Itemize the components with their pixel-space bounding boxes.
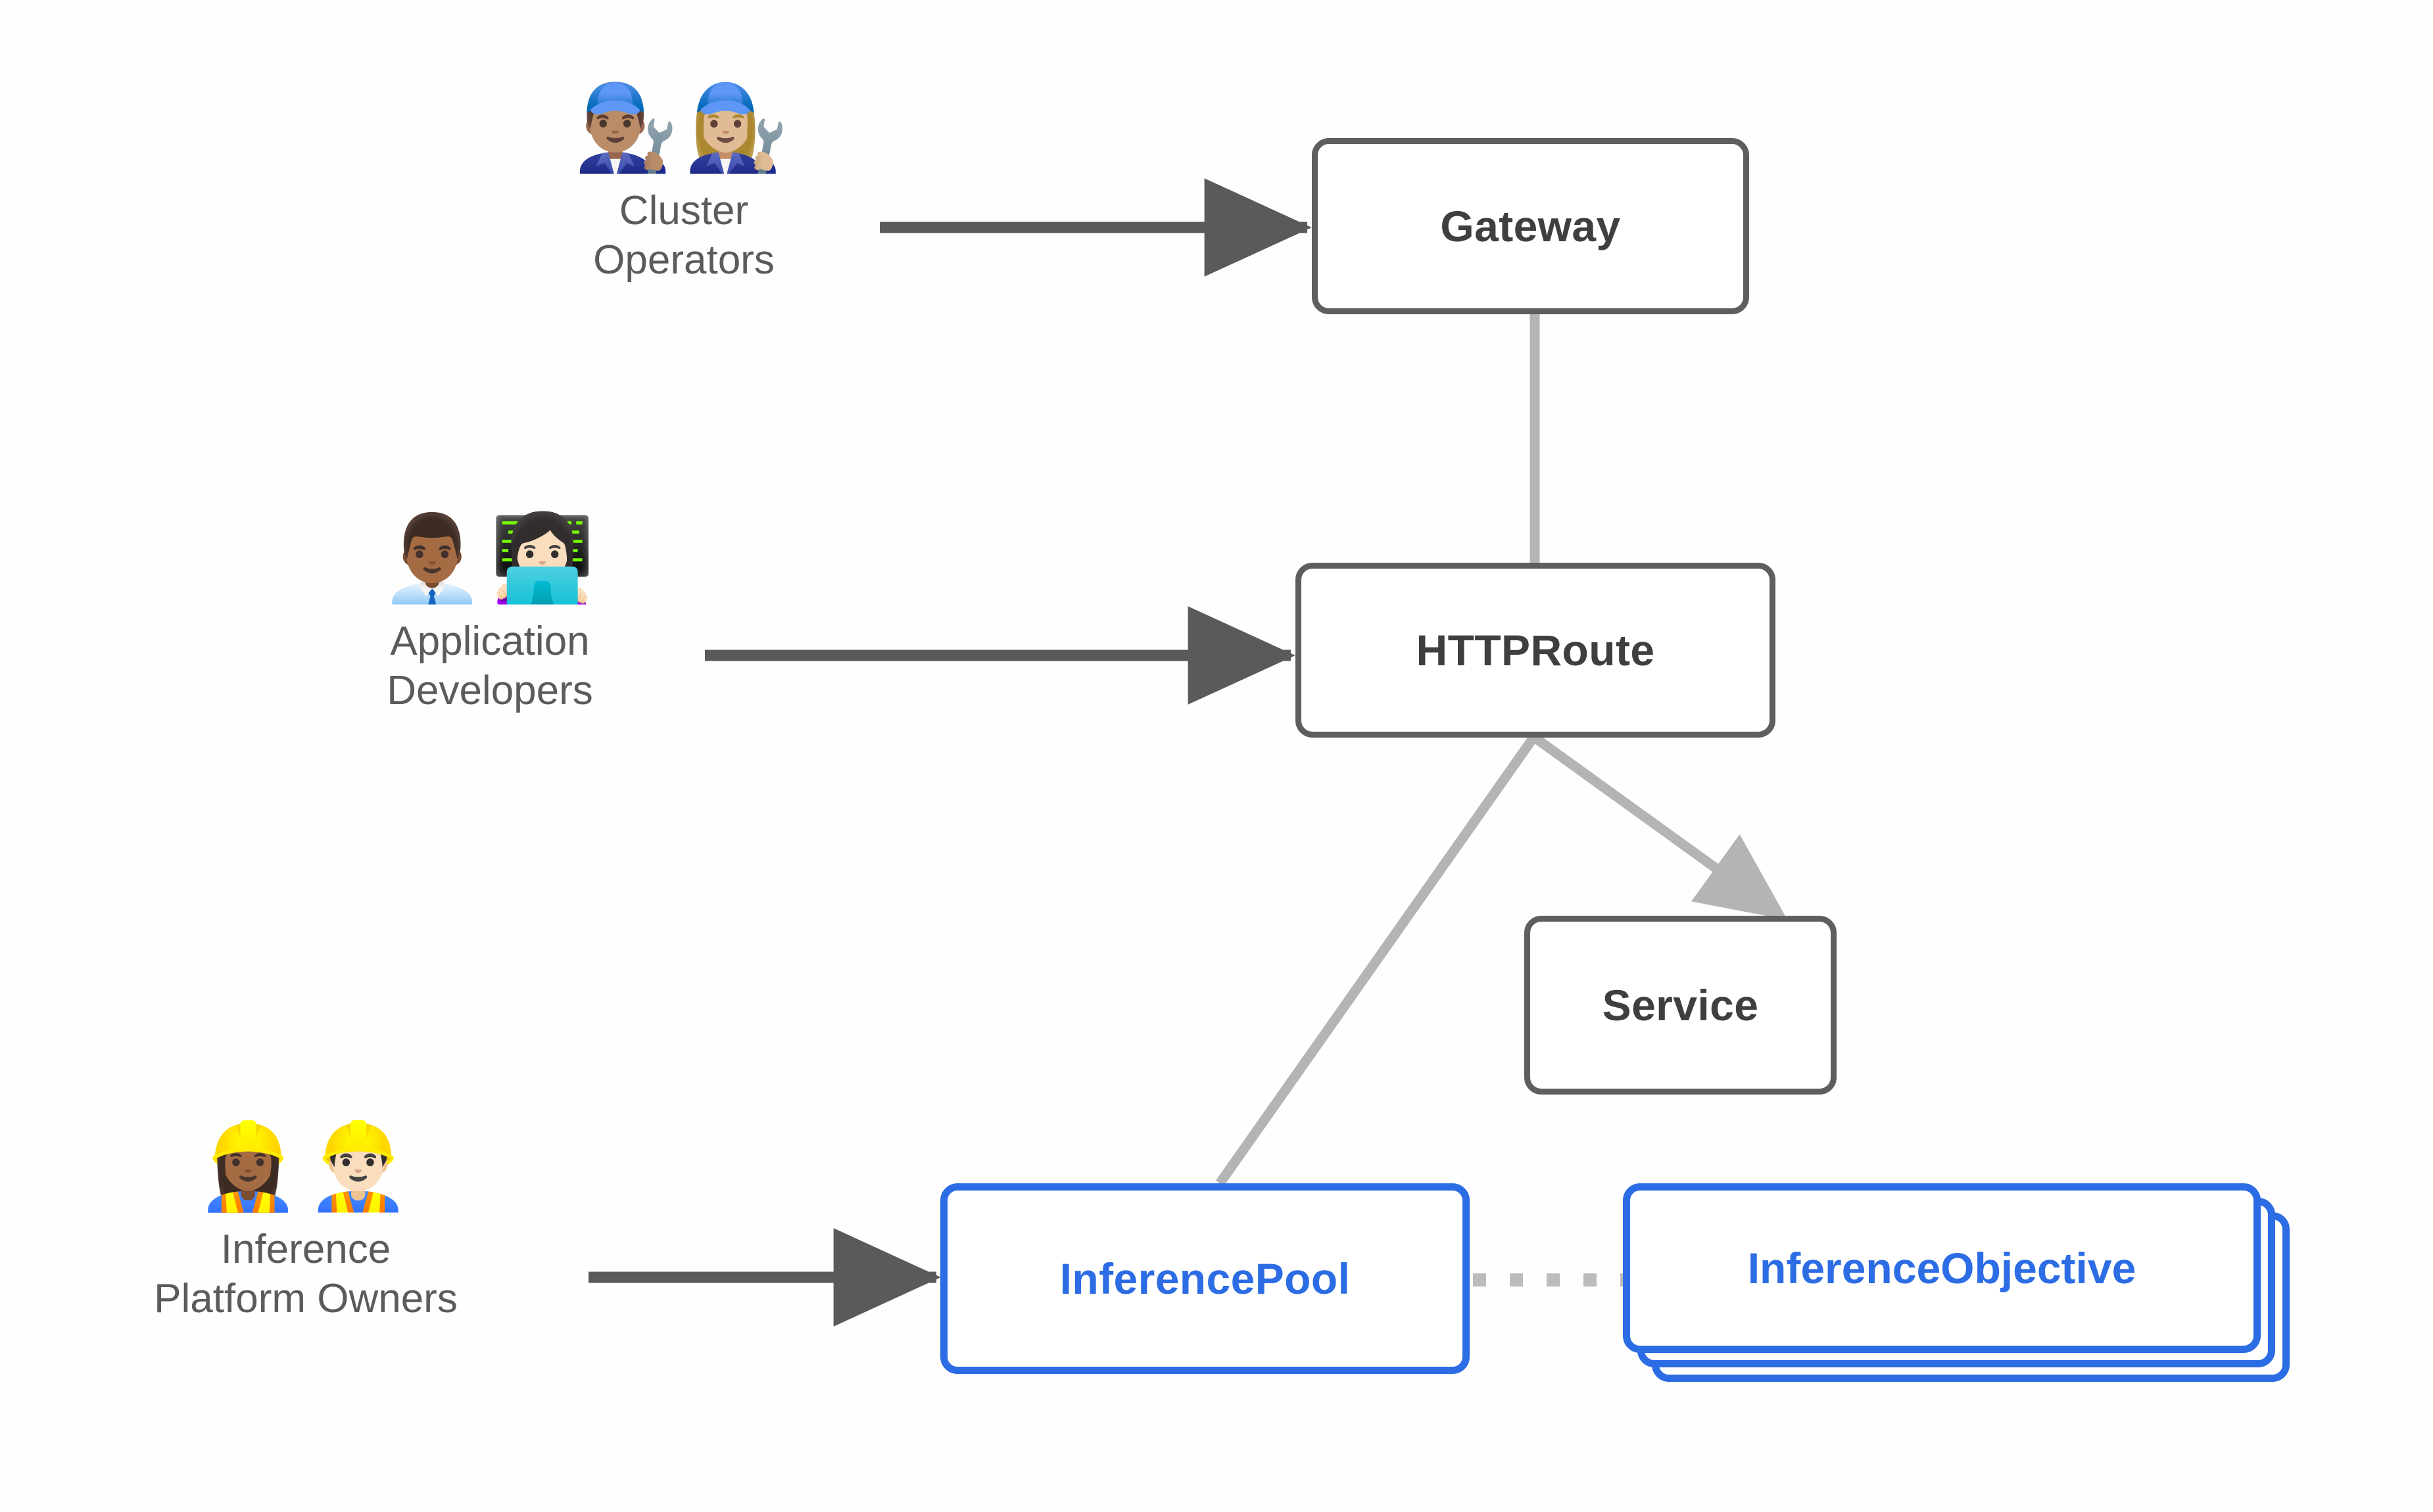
node-gateway[interactable]: Gateway bbox=[1312, 138, 1749, 314]
persona-inference-platform-owners: 👷🏾‍♀️👷🏻‍♂️ Inference Platform Owners bbox=[69, 1118, 542, 1324]
cluster-operators-label: Cluster Operators bbox=[593, 187, 775, 283]
node-inferencepool[interactable]: InferencePool bbox=[940, 1183, 1470, 1374]
inference-platform-owners-icons: 👷🏾‍♀️👷🏻‍♂️ bbox=[195, 1118, 416, 1216]
node-service-label: Service bbox=[1602, 981, 1759, 1029]
edge-httproute-to-inferencepool bbox=[1215, 734, 1538, 1187]
edge-httproute-to-service bbox=[1531, 733, 1788, 920]
node-inferencepool-label: InferencePool bbox=[1059, 1254, 1351, 1303]
inference-platform-owners-label: Inference Platform Owners bbox=[154, 1226, 458, 1322]
persona-application-developers: 👨🏾‍💼👩🏻‍💻 Application Developers bbox=[296, 509, 684, 716]
node-httproute-label: HTTPRoute bbox=[1416, 626, 1655, 674]
node-gateway-label: Gateway bbox=[1440, 202, 1621, 250]
node-httproute[interactable]: HTTPRoute bbox=[1295, 563, 1775, 738]
node-inferenceobjective-stack[interactable]: InferenceObjective bbox=[1623, 1183, 2290, 1384]
inferenceobjective-card-front[interactable]: InferenceObjective bbox=[1623, 1183, 2261, 1353]
node-inferenceobjective-label: InferenceObjective bbox=[1747, 1244, 2136, 1292]
persona-cluster-operators: 👨🏽‍🔧👩🏼‍🔧 Cluster Operators bbox=[513, 85, 855, 285]
node-service[interactable]: Service bbox=[1524, 916, 1837, 1095]
application-developers-label: Application Developers bbox=[387, 618, 593, 714]
application-developers-icons: 👨🏾‍💼👩🏻‍💻 bbox=[379, 509, 600, 607]
cluster-operators-icons: 👨🏽‍🔧👩🏼‍🔧 bbox=[573, 79, 794, 177]
